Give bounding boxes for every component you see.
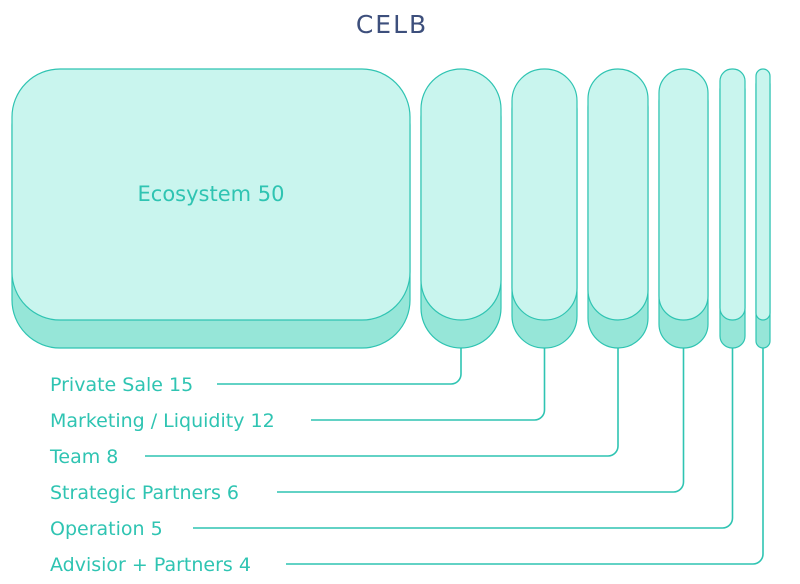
leader-line-marketing-liquidity (311, 348, 546, 421)
block-ecosystem (11, 68, 411, 321)
leader-line-strategic-partners (277, 348, 685, 493)
label-operation: Operation 5 (50, 518, 163, 540)
block-marketing-liquidity (511, 68, 578, 321)
label-strategic-partners: Strategic Partners 6 (50, 482, 239, 504)
leader-line-advisior-partners (286, 348, 764, 565)
chart-title: CELB (355, 10, 429, 39)
block-private-sale (420, 68, 502, 321)
leader-line-team (145, 348, 619, 457)
label-ecosystem: Ecosystem 50 (138, 182, 285, 206)
block-operation (719, 68, 746, 321)
leader-line-private-sale (217, 348, 462, 385)
label-team: Team 8 (49, 446, 118, 468)
block-strategic-partners (658, 68, 709, 321)
block-advisior-partners (755, 68, 771, 321)
leader-line-operation (193, 348, 734, 529)
label-advisior-partners: Advisior + Partners 4 (50, 554, 251, 576)
label-marketing-liquidity: Marketing / Liquidity 12 (50, 410, 275, 432)
block-team (587, 68, 649, 321)
label-private-sale: Private Sale 15 (50, 374, 193, 396)
